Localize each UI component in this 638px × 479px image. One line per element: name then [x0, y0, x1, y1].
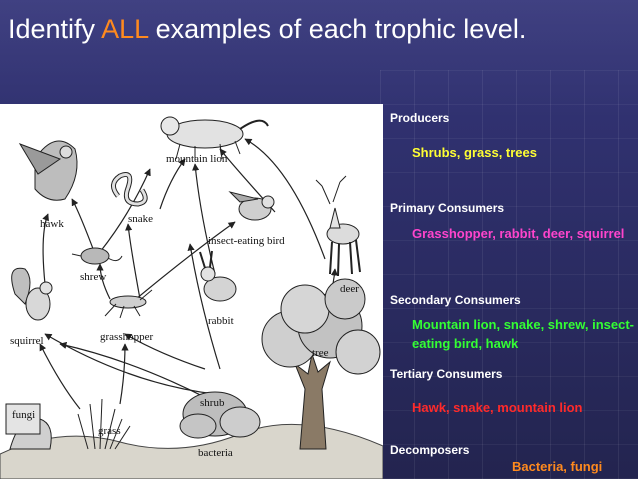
food-web-arrows [39, 138, 338, 420]
grasshopper-illustration [104, 289, 153, 319]
label-mountain-lion: mountain lion [166, 153, 228, 165]
mountain-lion-illustration [160, 116, 269, 160]
shrew-illustration [71, 247, 123, 265]
primary-consumers-value: Grasshopper, rabbit, deer, squirrel [412, 226, 625, 241]
producers-label: Producers [390, 111, 450, 125]
title-accent: ALL [101, 14, 149, 44]
label-squirrel: squirrel [10, 335, 44, 347]
label-deer: deer [340, 283, 359, 295]
label-insect-eating-bird: insect-eating bird [208, 235, 285, 247]
grass-illustration [77, 398, 131, 450]
title-suffix: examples of each trophic level. [148, 14, 527, 44]
tree-illustration [261, 278, 381, 450]
decomposers-label: Decomposers [390, 443, 470, 457]
label-shrew: shrew [80, 271, 106, 283]
label-grass: grass [98, 425, 121, 437]
shrub-illustration [179, 391, 261, 439]
slide-title: Identify ALL examples of each trophic le… [8, 14, 526, 45]
food-web-illustration: mountain lion hawk snake insect-eating b… [0, 116, 383, 479]
label-hawk: hawk [40, 218, 64, 230]
snake-illustration [111, 172, 148, 207]
producers-value: Shrubs, grass, trees [412, 145, 537, 160]
deer-illustration [315, 175, 361, 277]
squirrel-illustration [11, 267, 53, 321]
label-tree: tree [312, 347, 329, 359]
tertiary-consumers-value: Hawk, snake, mountain lion [412, 400, 583, 415]
background-grid [380, 70, 638, 479]
food-web-diagram: mountain lion hawk snake insect-eating b… [0, 104, 383, 479]
hawk-illustration [18, 140, 78, 201]
ground [0, 423, 383, 479]
label-shrub: shrub [200, 397, 225, 409]
rabbit-illustration [199, 250, 237, 302]
secondary-consumers-label: Secondary Consumers [390, 293, 521, 307]
label-snake: snake [128, 213, 153, 225]
fungi-illustration [5, 403, 52, 450]
tertiary-consumers-label: Tertiary Consumers [390, 367, 503, 381]
label-bacteria: bacteria [198, 447, 233, 459]
label-rabbit: rabbit [208, 315, 234, 327]
label-grasshopper: grasshopper [100, 331, 153, 343]
primary-consumers-label: Primary Consumers [390, 201, 505, 215]
insect-eating-bird-illustration [228, 191, 275, 221]
secondary-consumers-value: Mountain lion, snake, shrew, insect-eati… [412, 317, 635, 351]
title-prefix: Identify [8, 14, 102, 44]
decomposers-value: Bacteria, fungi [512, 459, 603, 474]
label-fungi: fungi [12, 409, 35, 421]
